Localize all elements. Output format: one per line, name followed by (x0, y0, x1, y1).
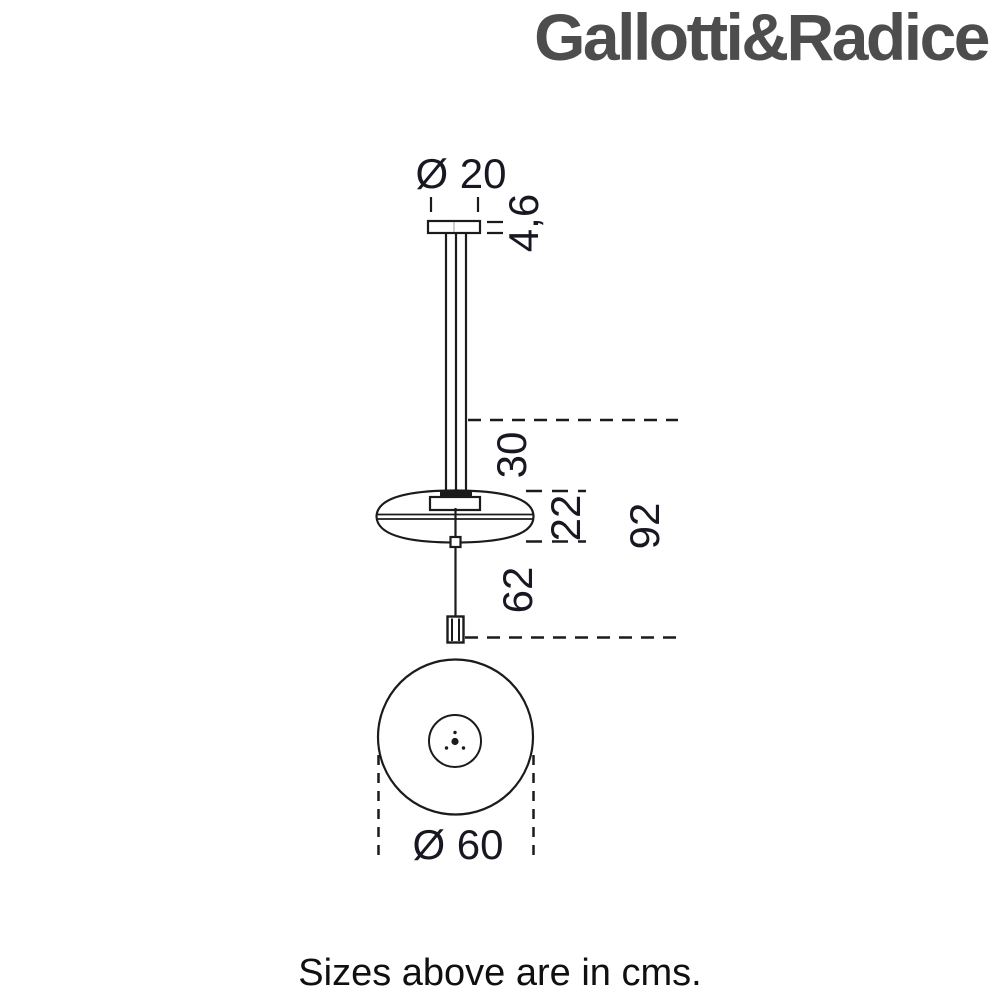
units-caption: Sizes above are in cms. (298, 952, 702, 994)
cable-exit-node (449, 535, 462, 549)
diameter-extension-ticks (429, 197, 480, 212)
canopy-diameter-label: Ø 20 (415, 150, 507, 197)
detail-dot-right (461, 746, 466, 750)
diffuser-height-label: 22 (542, 494, 589, 542)
counterweight-wall-lines (451, 618, 460, 641)
suspension-rod (444, 233, 468, 497)
side-view (375, 197, 678, 644)
cable-counterweight (446, 615, 465, 644)
detail-dot-left (444, 746, 449, 750)
cable-drop-label: 62 (494, 566, 541, 614)
canopy-thickness-label: 4,6 (500, 193, 547, 253)
bottom-view (376, 658, 535, 862)
rod-drop-label: 30 (488, 431, 535, 479)
brand-logo: Gallotti&Radice (534, 0, 990, 74)
detail-dot-top (453, 730, 457, 735)
center-dot (451, 737, 459, 746)
total-height-label: 92 (621, 502, 668, 550)
rod-joint-fill (440, 491, 472, 498)
diffuser-diameter-label: Ø 60 (412, 821, 504, 868)
thickness-ticks (487, 220, 503, 235)
